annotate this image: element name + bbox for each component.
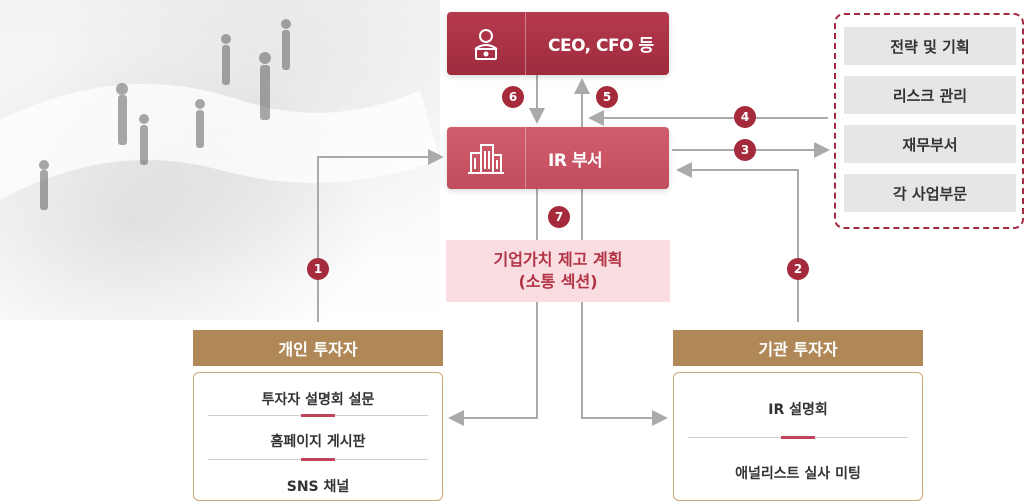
building-icon — [447, 127, 526, 189]
ir-department-label: IR 부서 — [548, 150, 603, 171]
ceo-cfo-label: CEO, CFO 등 — [548, 36, 654, 56]
step-badge-5: 5 — [596, 86, 618, 108]
list-item: 투자자 설명회 설문 — [261, 392, 375, 408]
dept-strategy: 전략 및 기획 — [844, 27, 1016, 65]
divider — [208, 458, 428, 461]
individual-investor-header: 개인 투자자 — [193, 330, 443, 366]
individual-channel-list: 투자자 설명회 설문 홈페이지 게시판 SNS 채널 — [193, 372, 443, 501]
plan-title: 기업가치 제고 계획 — [493, 250, 623, 269]
step-badge-7: 7 — [548, 206, 570, 228]
list-item: 애널리스트 실사 미팅 — [735, 466, 861, 482]
divider — [688, 436, 908, 439]
step-badge-1: 1 — [307, 258, 329, 280]
ir-department-box: IR 부서 — [447, 127, 669, 189]
step-badge-6: 6 — [502, 86, 524, 108]
corporate-value-plan-box: 기업가치 제고 계획 (소통 섹션) — [446, 240, 670, 302]
dept-risk: 리스크 관리 — [844, 76, 1016, 114]
person-laptop-icon — [447, 12, 526, 75]
step-badge-2: 2 — [787, 258, 809, 280]
divider — [208, 414, 428, 417]
list-item: 홈페이지 게시판 — [270, 434, 366, 450]
ceo-cfo-box: CEO, CFO 등 — [447, 12, 669, 75]
institutional-channel-list: IR 설명회 애널리스트 실사 미팅 — [673, 372, 923, 501]
list-item: IR 설명회 — [768, 402, 828, 418]
step-badge-3: 3 — [734, 139, 756, 161]
departments-panel: 전략 및 기획 리스크 관리 재무부서 각 사업부문 — [834, 13, 1024, 229]
plan-subtitle: (소통 섹션) — [518, 272, 598, 291]
step-badge-4: 4 — [734, 106, 756, 128]
institutional-investor-header: 기관 투자자 — [673, 330, 923, 366]
dept-finance: 재무부서 — [844, 125, 1016, 163]
background-photo — [0, 0, 440, 320]
dept-business-units: 각 사업부문 — [844, 174, 1016, 212]
list-item: SNS 채널 — [286, 479, 350, 495]
